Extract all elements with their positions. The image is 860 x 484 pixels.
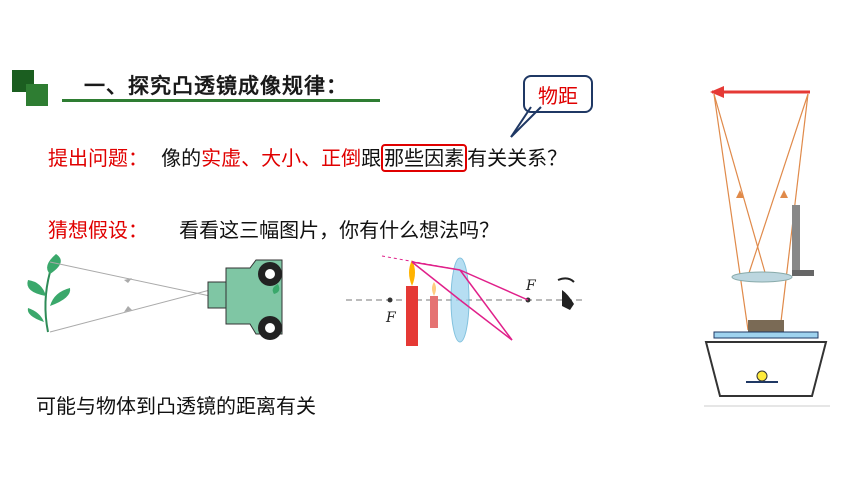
focus-label-right: F xyxy=(525,278,537,294)
guess-text: 看看这三幅图片，你有什么想法吗？ xyxy=(179,218,500,242)
question-text-2: 跟 xyxy=(361,146,382,170)
heading-underline xyxy=(62,99,380,102)
question-highlight: 实虚、大小、正倒 xyxy=(201,146,362,170)
camera-icon xyxy=(207,259,283,340)
guess-label: 猜想假设： xyxy=(48,218,148,242)
corner-squares-icon xyxy=(12,70,48,106)
candle-icon xyxy=(406,260,438,346)
guess-line: 猜想假设： 看看这三幅图片，你有什么想法吗？ xyxy=(48,214,499,243)
magnifier-diagram: F F xyxy=(346,255,582,346)
focus-label-left: F xyxy=(385,310,397,326)
question-boxed-text: 那些因素 xyxy=(381,144,468,172)
callout-box: 物距 xyxy=(523,75,593,113)
eye-icon xyxy=(557,277,575,283)
question-text-1: 像的 xyxy=(161,146,202,170)
question-label: 提出问题： xyxy=(48,146,148,170)
camera-diagram xyxy=(27,254,283,340)
lamp-icon xyxy=(756,370,768,382)
leaf-icon xyxy=(27,254,71,333)
answer-text: 可能与物体到凸透镜的距离有关 xyxy=(36,394,316,418)
callout-pointer xyxy=(510,106,542,138)
question-line: 提出问题： 像的实虚、大小、正倒跟那些因素有关关系？ xyxy=(48,142,568,172)
question-text-3: 有关关系？ xyxy=(467,146,568,170)
projector-diagram xyxy=(704,86,830,407)
section-heading: 一、探究凸透镜成像规律： xyxy=(84,74,348,98)
